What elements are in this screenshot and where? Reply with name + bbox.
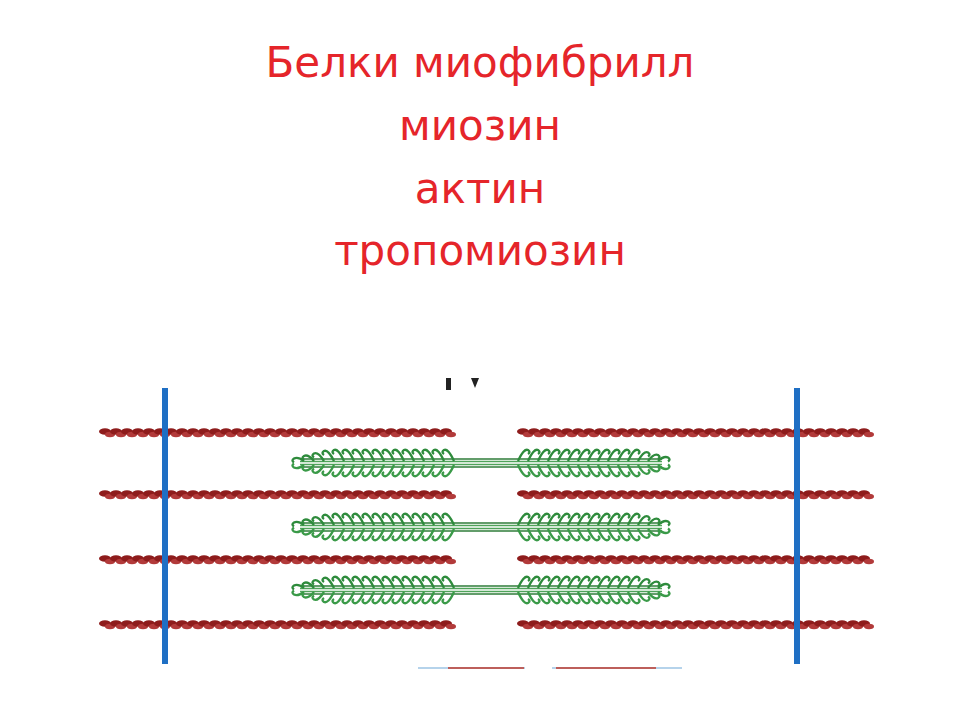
- actin-bead: [864, 494, 874, 500]
- protein-name: миозин: [399, 103, 561, 149]
- actin-bead: [446, 624, 456, 630]
- myosin-head: [658, 521, 670, 526]
- myosin-head: [443, 592, 455, 603]
- myosin-head: [658, 592, 670, 597]
- myosin-head: [443, 529, 455, 540]
- myosin-head: [443, 465, 455, 476]
- mark: [556, 667, 656, 669]
- actin-filaments: [99, 428, 874, 629]
- myosin-backbone: [300, 588, 662, 590]
- myosin-head: [658, 465, 670, 470]
- myosin-backbone: [300, 528, 662, 530]
- mark: [446, 378, 451, 390]
- myosin-backbone: [300, 525, 662, 527]
- myosin-backbone: [300, 464, 662, 466]
- actin-bead: [446, 494, 456, 500]
- mark: [418, 667, 525, 669]
- myosin-backbone: [300, 591, 662, 593]
- actin-bead: [864, 559, 874, 565]
- actin-bead: [446, 559, 456, 565]
- myosin-head: [658, 529, 670, 534]
- actin-bead: [864, 624, 874, 630]
- actin-bead: [864, 432, 874, 438]
- slide-title: Белки миофибрилл: [266, 40, 695, 86]
- myosin-backbone: [300, 461, 662, 463]
- actin-bead: [446, 432, 456, 438]
- mark: [552, 667, 682, 669]
- myosin-head: [443, 514, 455, 525]
- myosin-head: [658, 584, 670, 589]
- z-line: [794, 388, 800, 664]
- myosin-head: [443, 450, 455, 461]
- z-line: [162, 388, 168, 664]
- myosin-filaments: [293, 450, 670, 604]
- myosin-head: [443, 577, 455, 588]
- mark: [448, 667, 524, 669]
- mark: [471, 378, 479, 388]
- myosin-head: [658, 457, 670, 462]
- protein-name: тропомиозин: [334, 228, 626, 274]
- protein-name: актин: [415, 166, 545, 212]
